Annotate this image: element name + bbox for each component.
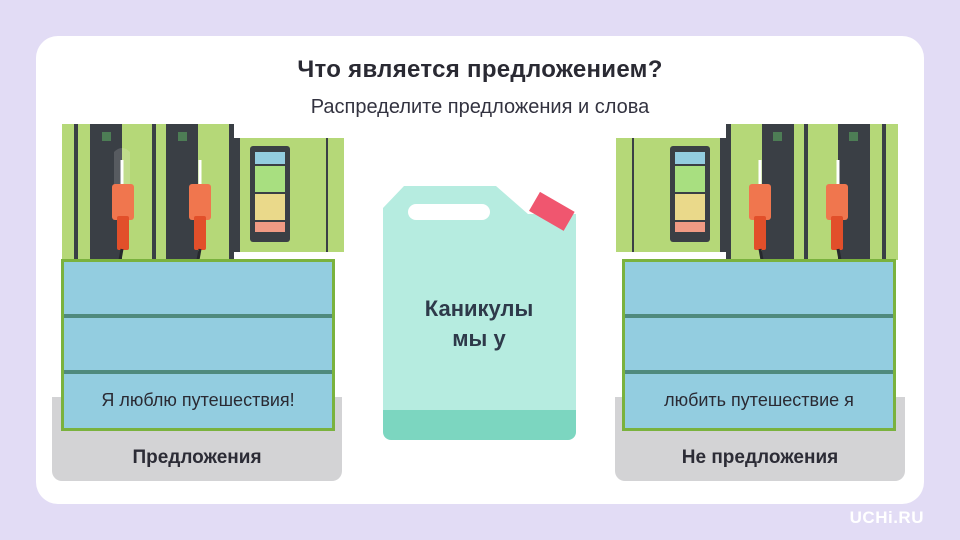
slot-text [625,318,893,370]
placed-phrase-card[interactable]: любить путешествие я [664,389,854,410]
sentences-drop-zone[interactable]: Я люблю путешествия! [61,259,335,431]
slot-text [64,262,332,314]
slot-text [64,318,332,370]
placed-sentence-card[interactable]: Я люблю путешествия! [101,389,295,410]
non-sentences-slot-3[interactable]: любить путешествие я [625,374,893,426]
task-title: Что является предложением? [297,56,663,83]
right-fuel-pump-illustration [616,124,898,260]
left-fuel-pump-illustration [62,124,344,260]
non-sentences-slot-1[interactable] [625,262,893,314]
slot-divider [625,370,893,374]
canister-text-line-2: мы у [452,326,506,351]
non-sentences-drop-zone[interactable]: любить путешествие я [622,259,896,431]
task-instructions: Распределите предложения и слова [310,96,650,118]
sentences-slot-1[interactable] [64,262,332,314]
slot-divider [64,314,332,318]
uchi-ru-logo: UCHi.RU [849,508,924,527]
non-sentences-slot-2[interactable] [625,318,893,370]
sentences-category-label: Предложения [132,447,262,468]
canister-text-line-1: Каникулы [424,296,534,321]
draggable-word-card[interactable]: Каникулы мы у [383,294,575,354]
slot-text [625,262,893,314]
non-sentences-category-label: Не предложения [681,447,839,468]
slot-divider [64,370,332,374]
fuel-canister-draggable[interactable] [378,186,583,442]
sentences-slot-3[interactable]: Я люблю путешествия! [64,374,332,426]
slot-divider [625,314,893,318]
sentences-slot-2[interactable] [64,318,332,370]
